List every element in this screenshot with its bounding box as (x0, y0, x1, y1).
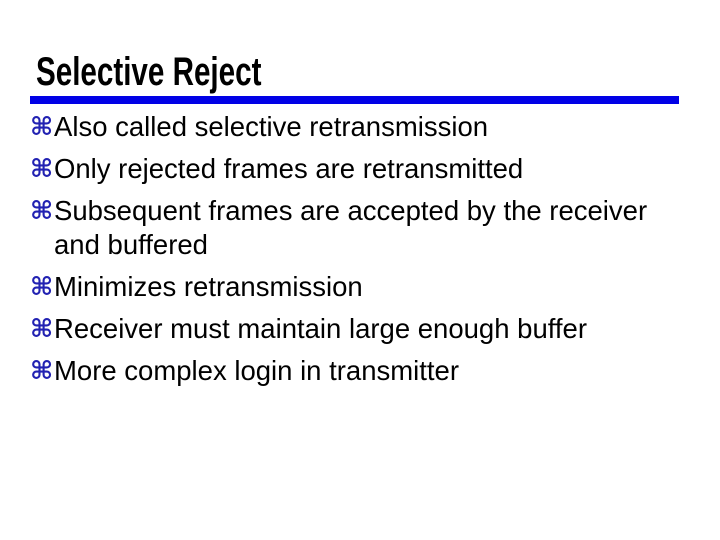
list-item: ⌘ Subsequent frames are accepted by the … (30, 194, 672, 262)
list-item: ⌘ Minimizes retransmission (30, 270, 672, 304)
command-bullet-icon: ⌘ (30, 356, 54, 385)
list-item: ⌘ Also called selective retransmission (30, 110, 672, 144)
bullet-text: Also called selective retransmission (54, 111, 489, 142)
list-item: ⌘ Receiver must maintain large enough bu… (30, 312, 672, 346)
bullet-list: ⌘ Also called selective retransmission ⌘… (30, 110, 672, 396)
list-item: ⌘ Only rejected frames are retransmitted (30, 152, 672, 186)
command-bullet-icon: ⌘ (30, 154, 54, 183)
command-bullet-icon: ⌘ (30, 196, 54, 225)
command-bullet-icon: ⌘ (30, 272, 54, 301)
page-title: Selective Reject (36, 50, 262, 94)
list-item: ⌘ More complex login in transmitter (30, 354, 672, 388)
command-bullet-icon: ⌘ (30, 112, 54, 141)
bullet-text: Only rejected frames are retransmitted (54, 153, 524, 184)
bullet-text: Receiver must maintain large enough buff… (54, 313, 587, 344)
bullet-text: More complex login in transmitter (54, 355, 460, 386)
command-bullet-icon: ⌘ (30, 314, 54, 343)
title-underline-rule (30, 96, 679, 104)
bullet-text: Minimizes retransmission (54, 271, 363, 302)
bullet-text: Subsequent frames are accepted by the re… (54, 195, 648, 260)
